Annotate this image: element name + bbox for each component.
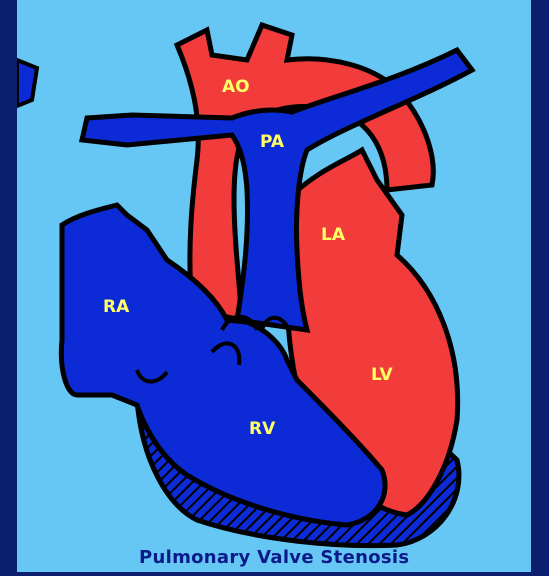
diagram-panel: AO PA LA RA LV RV xyxy=(17,0,531,572)
diagram-caption: Pulmonary Valve Stenosis xyxy=(139,547,409,568)
label-lv: LV xyxy=(371,367,393,384)
label-rv: RV xyxy=(249,421,275,438)
label-pa: PA xyxy=(260,134,284,151)
label-ra: RA xyxy=(103,299,129,316)
vessel-stub xyxy=(17,60,37,106)
label-la: LA xyxy=(321,227,345,244)
heart-diagram xyxy=(17,0,531,572)
label-ao: AO xyxy=(222,79,250,96)
